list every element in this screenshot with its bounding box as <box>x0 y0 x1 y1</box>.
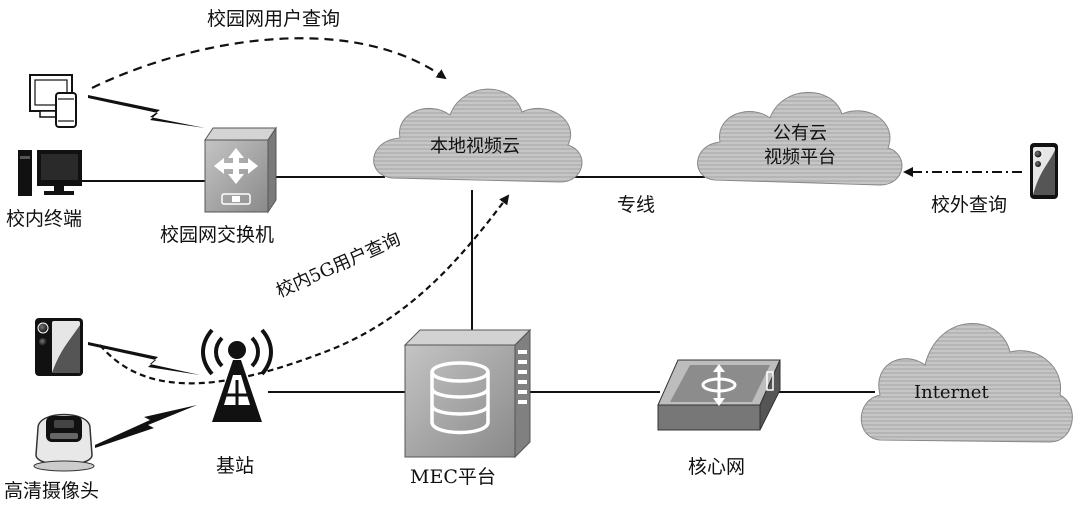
label-local-video-cloud: 本地视频云 <box>430 136 520 157</box>
desktop-pc-icon <box>18 150 82 196</box>
wireless-zigzag-camera <box>95 405 197 448</box>
label-offcampus-query: 校外查询 <box>931 194 1008 216</box>
label-mec-platform: MEC平台 <box>410 466 496 488</box>
connection-lines <box>82 176 875 393</box>
label-dedicated-line: 专线 <box>617 194 656 216</box>
cloud-icon <box>697 91 903 186</box>
label-internet: Internet <box>914 382 989 403</box>
smartphone-icon <box>35 318 83 376</box>
label-core-network: 核心网 <box>688 456 746 478</box>
camera-icon <box>33 413 95 472</box>
cloud-icon <box>860 322 1073 443</box>
smartphone-icon <box>1030 143 1058 199</box>
label-base-station: 基站 <box>216 455 255 477</box>
arc-campus-user-query <box>91 37 447 89</box>
label-hd-camera: 高清摄像头 <box>4 480 100 502</box>
wireless-zigzag-top <box>88 95 205 128</box>
arc-campus-5g-query <box>99 194 510 385</box>
core-router-icon <box>657 359 781 431</box>
pc-tablet-phone-icon <box>29 74 77 128</box>
switch-icon <box>204 126 277 214</box>
cloud-icon <box>373 88 583 183</box>
label-campus-terminal: 校内终端 <box>6 208 83 230</box>
mec-server-icon <box>403 328 532 459</box>
label-public-cloud-line2: 视频平台 <box>764 147 836 168</box>
wireless-links <box>88 95 205 448</box>
wireless-zigzag-phone <box>88 342 200 375</box>
public-cloud <box>697 91 903 186</box>
label-public-cloud-line1: 公有云 <box>773 123 827 144</box>
label-campus-user-query: 校园网用户查询 <box>207 8 341 30</box>
local-video-cloud <box>373 88 583 183</box>
label-campus-switch: 校园网交换机 <box>160 224 275 246</box>
internet-cloud <box>860 322 1073 443</box>
base-station-icon <box>201 328 273 422</box>
